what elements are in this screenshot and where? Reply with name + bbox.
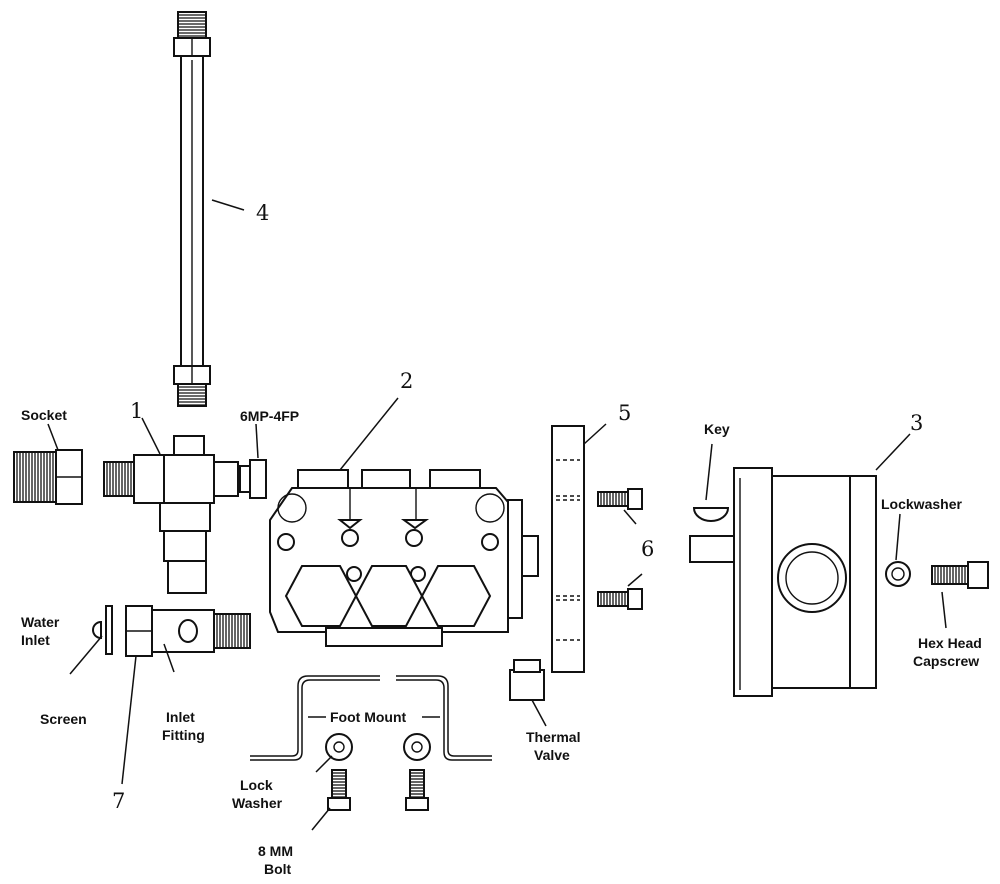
callout-6: 6 [641, 537, 654, 561]
adapter-plate [551, 425, 585, 673]
label-lockwasher: Lockwasher [881, 496, 962, 512]
socket-part [13, 449, 83, 505]
label-6mp-4fp: 6MP-4FP [240, 408, 299, 424]
high-pressure-hose [173, 11, 211, 407]
thermal-valve-part [509, 659, 545, 701]
engine-housing [689, 467, 877, 697]
label-socket: Socket [21, 407, 67, 423]
label-foot-mount: Foot Mount [330, 709, 407, 725]
label-lock-washer: Lock Washer [232, 777, 283, 811]
key-part [692, 507, 730, 522]
callout-7: 7 [112, 789, 125, 813]
tee-fitting [103, 435, 239, 594]
label-hex-head-capscrew: Hex Head Capscrew [913, 635, 986, 669]
callout-3: 3 [910, 411, 923, 435]
pump-manifold [269, 469, 539, 647]
6mp-4fp-fitting [239, 459, 267, 499]
leader-lines [47, 199, 947, 831]
label-thermal-valve: Thermal Valve [526, 729, 584, 763]
label-screen: Screen [40, 711, 87, 727]
lockwasher-part [885, 561, 911, 587]
callout-2: 2 [400, 369, 413, 393]
foot-mount-brackets [250, 675, 492, 811]
plate-capscrews [597, 488, 643, 610]
callout-1: 1 [130, 399, 143, 423]
label-key: Key [704, 421, 730, 437]
callout-4: 4 [256, 201, 269, 225]
callout-5: 5 [618, 401, 631, 425]
label-inlet-fitting: Inlet Fitting [162, 709, 205, 743]
label-8mm-bolt: 8 MM Bolt [258, 843, 297, 877]
label-water-inlet: Water Inlet [21, 614, 63, 648]
